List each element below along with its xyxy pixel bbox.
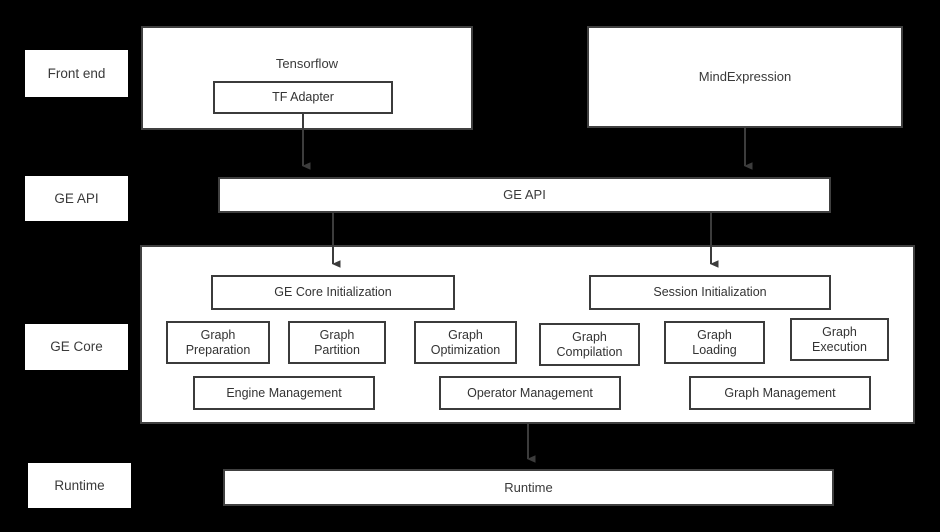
graph-partition-label: Graph Partition (314, 327, 360, 357)
stage-label-ge-api-text: GE API (54, 190, 99, 206)
mindexpression-container[interactable]: MindExpression (587, 26, 903, 128)
graph-loading-box[interactable]: Graph Loading (664, 321, 765, 364)
runtime-bar-label: Runtime (504, 479, 553, 495)
operator-management-label: Operator Management (467, 385, 593, 400)
graph-loading-label: Graph Loading (692, 327, 737, 357)
stage-label-ge-core: GE Core (25, 324, 128, 370)
runtime-bar[interactable]: Runtime (223, 469, 834, 506)
stage-label-runtime: Runtime (28, 463, 131, 508)
session-initialization-label: Session Initialization (653, 285, 767, 299)
mindexpression-label: MindExpression (698, 69, 792, 85)
stage-label-ge-core-text: GE Core (50, 339, 103, 355)
graph-management-label: Graph Management (724, 385, 836, 400)
stage-label-front-end: Front end (25, 50, 128, 97)
session-initialization-box[interactable]: Session Initialization (589, 275, 831, 310)
graph-optimization-label: Graph Optimization (430, 327, 501, 357)
graph-preparation-box[interactable]: Graph Preparation (166, 321, 270, 364)
ge-api-bar[interactable]: GE API (218, 177, 831, 213)
ge-core-initialization-label: GE Core Initialization (274, 285, 392, 299)
operator-management-box[interactable]: Operator Management (439, 376, 621, 410)
graph-execution-label: Graph Execution (812, 324, 867, 354)
engine-management-box[interactable]: Engine Management (193, 376, 375, 410)
stage-label-ge-api: GE API (25, 176, 128, 221)
graph-partition-box[interactable]: Graph Partition (288, 321, 386, 364)
graph-execution-box[interactable]: Graph Execution (790, 318, 889, 361)
tensorflow-container[interactable]: Tensorflow (141, 26, 473, 130)
graph-compilation-label: Graph Compilation (556, 329, 623, 359)
tf-adapter-box[interactable]: TF Adapter (213, 81, 393, 114)
graph-compilation-box[interactable]: Graph Compilation (539, 323, 640, 366)
stage-label-front-end-text: Front end (47, 65, 106, 81)
graph-optimization-box[interactable]: Graph Optimization (414, 321, 517, 364)
tf-adapter-label: TF Adapter (272, 90, 334, 104)
tensorflow-label: Tensorflow (275, 56, 339, 71)
stage-label-runtime-text: Runtime (54, 477, 105, 493)
graph-management-box[interactable]: Graph Management (689, 376, 871, 410)
ge-core-initialization-box[interactable]: GE Core Initialization (211, 275, 455, 310)
ge-api-bar-label: GE API (503, 187, 546, 203)
graph-preparation-label: Graph Preparation (185, 327, 251, 357)
engine-management-label: Engine Management (226, 385, 342, 400)
